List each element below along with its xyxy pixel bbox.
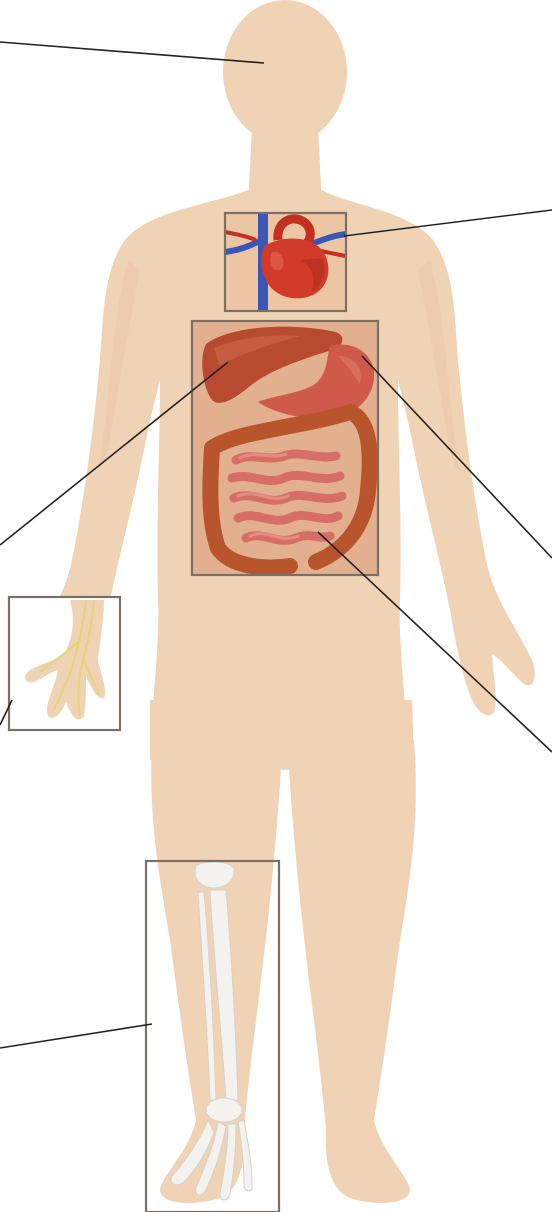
head [223, 0, 347, 144]
hip-region [150, 700, 414, 770]
digestive-inset [192, 321, 378, 575]
ankle [206, 1098, 242, 1122]
leader-line-head [0, 42, 264, 63]
hand-inset [9, 597, 120, 730]
heart-inset [225, 213, 346, 311]
leg-inset [146, 861, 279, 1212]
leader-line-leg [0, 1024, 152, 1048]
right-leg [288, 740, 416, 1203]
